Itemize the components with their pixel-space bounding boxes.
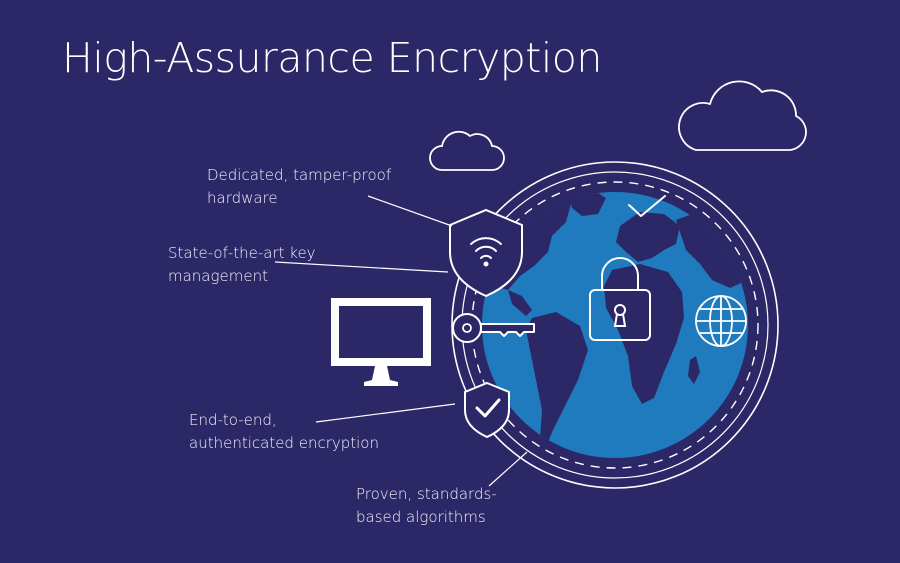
callout-algorithms-line-2: based algorithms (356, 508, 486, 526)
callout-end-to-end-line-1: End-to-end, (189, 411, 277, 429)
callout-key-management-line-1: State-of-the-art key (168, 244, 316, 262)
page-title: High-Assurance Encryption (62, 34, 602, 82)
callout-hardware-line-2: hardware (207, 189, 278, 207)
callout-key-management-line-2: management (168, 267, 268, 285)
shield-wifi-icon (449, 208, 523, 298)
cloud-icon (429, 130, 505, 171)
callout-hardware: Dedicated, tamper-proof hardware (207, 164, 391, 210)
callout-hardware-line-1: Dedicated, tamper-proof (207, 166, 392, 184)
callout-end-to-end: End-to-end, authenticated encryption (189, 409, 379, 455)
callout-algorithms: Proven, standards- based algorithms (356, 483, 497, 529)
monitor-icon (331, 298, 431, 386)
callout-end-to-end-line-2: authenticated encryption (189, 434, 379, 452)
callout-key-management: State-of-the-art key management (168, 242, 316, 288)
key-icon (452, 313, 535, 343)
callout-algorithms-line-1: Proven, standards- (356, 485, 497, 503)
callout-lines (274, 195, 528, 487)
cloud-icon (678, 80, 807, 151)
shield-check-icon (464, 381, 510, 439)
padlock-icon (589, 257, 651, 341)
checkmark-icon (628, 195, 666, 217)
web-globe-icon (695, 295, 747, 347)
